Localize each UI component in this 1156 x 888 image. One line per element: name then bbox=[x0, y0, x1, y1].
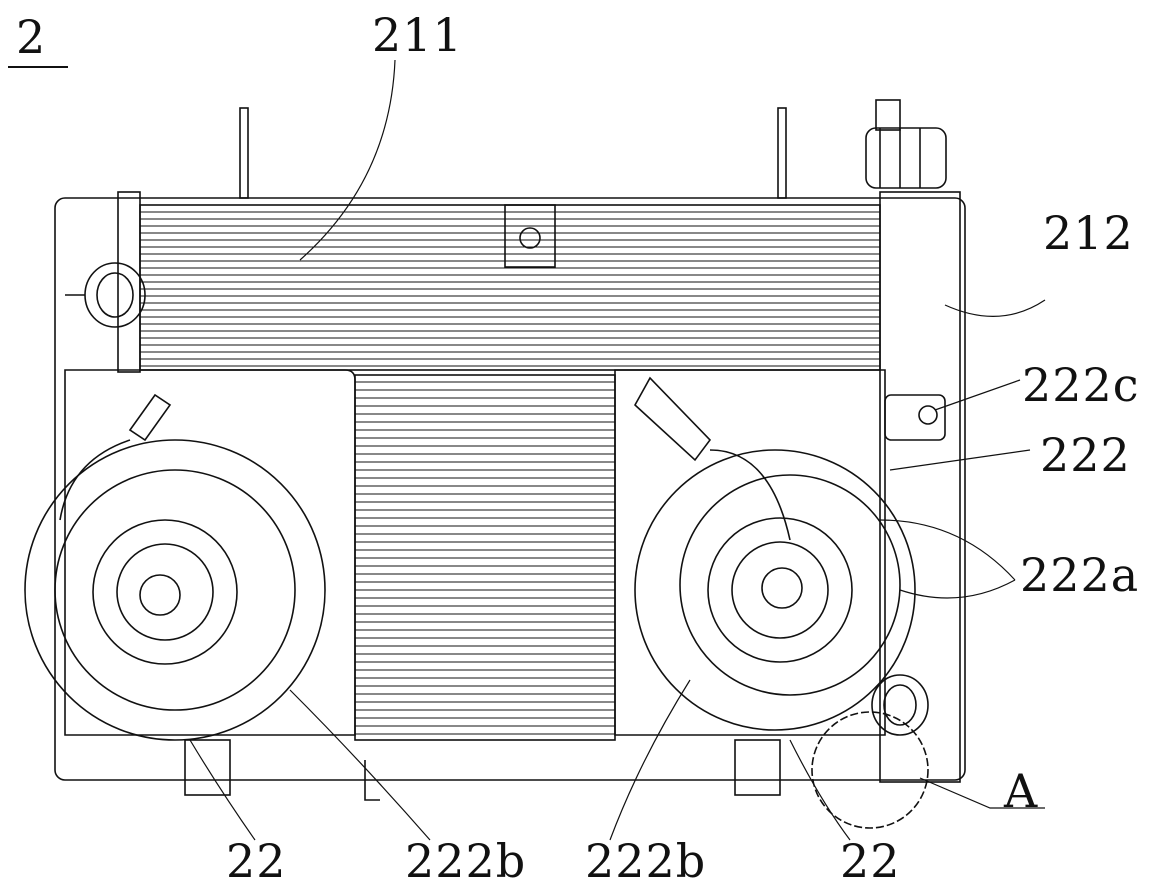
right-fan bbox=[634, 449, 916, 731]
outlet-pipe bbox=[871, 674, 929, 736]
left-fan bbox=[24, 439, 326, 741]
label-222b-right: 222b bbox=[585, 834, 707, 888]
inlet-pipe bbox=[65, 262, 146, 328]
figure-number: 2 bbox=[8, 14, 69, 68]
bracket-222c bbox=[884, 394, 946, 441]
foot-right bbox=[734, 739, 781, 796]
label-211: 211 bbox=[372, 8, 463, 62]
outer-frame bbox=[54, 197, 966, 781]
label-222b-left: 222b bbox=[405, 834, 527, 888]
label-222a: 222a bbox=[1020, 548, 1140, 602]
leader-lines bbox=[189, 59, 1046, 841]
right-tank bbox=[879, 191, 961, 783]
label-212: 212 bbox=[1043, 206, 1134, 260]
top-bracket-right bbox=[777, 107, 787, 199]
label-22-left: 22 bbox=[226, 834, 287, 888]
label-222: 222 bbox=[1040, 428, 1131, 482]
label-222c: 222c bbox=[1022, 358, 1140, 412]
label-a: A bbox=[1004, 764, 1039, 818]
right-shroud bbox=[614, 369, 886, 736]
lower-core-fins bbox=[355, 381, 615, 735]
left-connector bbox=[59, 393, 172, 521]
top-bracket-left bbox=[239, 107, 249, 199]
left-shroud bbox=[64, 369, 356, 736]
center-mount bbox=[504, 204, 556, 268]
filler-cap bbox=[865, 99, 947, 189]
bottom-pin bbox=[364, 760, 380, 801]
label-22-right: 22 bbox=[840, 834, 901, 888]
upper-core-fins bbox=[140, 211, 880, 367]
right-connector bbox=[633, 376, 791, 541]
detail-a-circle bbox=[811, 711, 929, 829]
foot-left bbox=[184, 739, 231, 796]
